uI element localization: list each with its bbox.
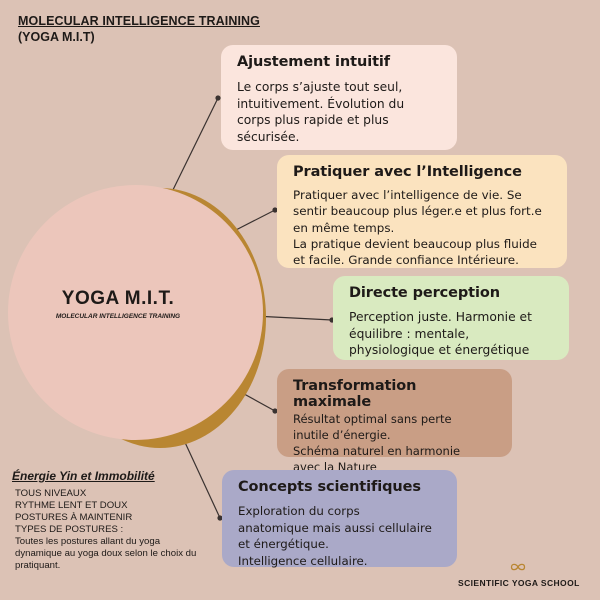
card-title: Ajustement intuitif [237, 54, 390, 70]
card-concepts-scientifiques: Concepts scientifiques Exploration du co… [222, 470, 457, 568]
circle-title: YOGA M.I.T. [61, 288, 175, 309]
card-ajustement-intuitif: Ajustement intuitif Le corps s’ajuste to… [221, 45, 457, 150]
connector-dot-concepts [217, 515, 223, 521]
yin-section-title: Énergie Yin et Immobilité [12, 469, 155, 483]
yin-list: TOUS NIVEAUX RYTHME LENT ET DOUX POSTURE… [15, 488, 132, 536]
connector-perception [253, 315, 333, 321]
connector-dot-ajustement [215, 95, 221, 101]
card-text: Le corps s’ajuste tout seul, intuitiveme… [237, 80, 405, 144]
infinity-icon [510, 563, 526, 571]
page-subtitle: (YOGA M.I.T) [18, 30, 95, 44]
yin-description: Toutes les postures allant du yoga dynam… [15, 536, 197, 571]
card-text: Pratiquer avec l’intelligence de vie. Se… [293, 188, 542, 268]
card-title: Transformation maximale [293, 378, 417, 410]
card-title: Concepts scientifiques [238, 479, 421, 495]
card-text: Perception juste. Harmonie et équilibre … [349, 310, 532, 357]
main-circle [8, 185, 263, 440]
circle-subtitle: MOLECULAR INTELLIGENCE TRAINING [55, 313, 181, 320]
yin-list-item: RYTHME LENT ET DOUX [15, 500, 128, 511]
page-title: MOLECULAR INTELLIGENCE TRAINING [18, 14, 260, 28]
card-text: Exploration du corps anatomique mais aus… [238, 504, 432, 568]
yin-list-item: POSTURES À MAINTENIR [15, 512, 133, 523]
connector-dot-pratiquer [272, 207, 278, 213]
yin-list-item: TYPES DE POSTURES : [15, 524, 124, 535]
card-title: Directe perception [349, 285, 500, 301]
connector-pratiquer [231, 209, 276, 233]
card-title: Pratiquer avec l’Intelligence [293, 164, 522, 180]
card-text: Résultat optimal sans perte inutile d’én… [293, 412, 461, 474]
card-transformation-maximale: Transformation maximale Résultat optimal… [277, 369, 512, 474]
school-name: SCIENTIFIC YOGA SCHOOL [458, 578, 580, 588]
yin-list-item: TOUS NIVEAUX [15, 488, 87, 499]
connector-dot-transformation [272, 408, 278, 414]
card-pratiquer-intelligence: Pratiquer avec l’Intelligence Pratiquer … [277, 155, 567, 268]
connector-ajustement [167, 97, 219, 201]
card-directe-perception: Directe perception Perception juste. Har… [333, 276, 569, 360]
